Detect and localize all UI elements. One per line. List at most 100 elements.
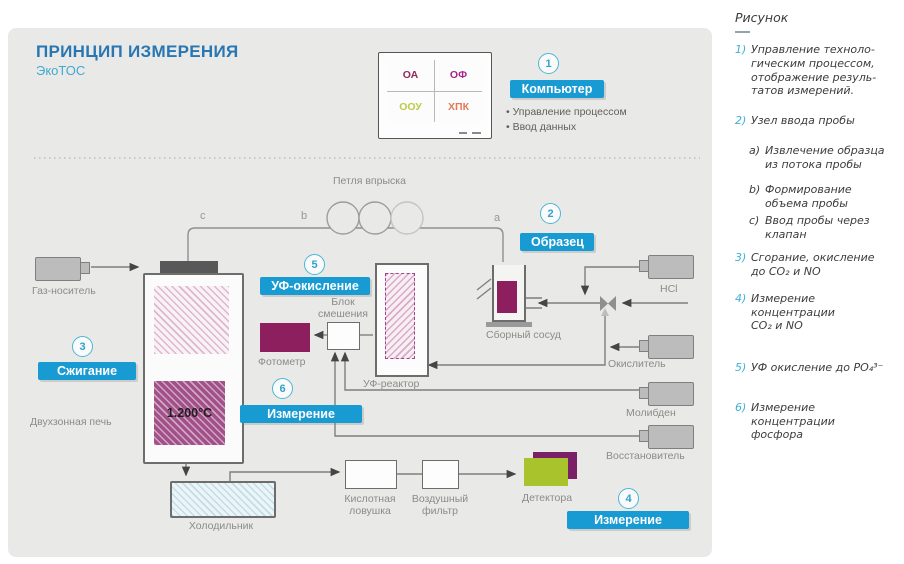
cooler-label: Холодильник <box>188 520 254 532</box>
monitor-quadrant-hpk: ХПК <box>435 91 482 122</box>
monitor-screen: ОА ОФ ООУ ХПК <box>387 60 482 122</box>
oxidizer-label: Окислитель <box>608 358 666 370</box>
legend-title: Рисунок <box>735 10 789 25</box>
legend-item-b: b) Формирование объема пробы <box>749 183 899 211</box>
legend-item-text: Ввод пробы через клапан <box>765 213 870 241</box>
computer-bullet: Управление процессом <box>506 105 627 120</box>
legend-item-text: Измерение концентрации фосфора <box>751 400 835 442</box>
computer-monitor: ОА ОФ ООУ ХПК <box>378 52 492 139</box>
monitor-buttons <box>459 131 481 134</box>
mixing-block <box>327 322 360 350</box>
air-filter <box>422 460 459 489</box>
legend-item-num: b) <box>749 183 761 197</box>
step-label-measure4: Измерение <box>567 511 689 529</box>
step-label-combustion: Сжигание <box>38 362 136 380</box>
monitor-quadrant-oou: ООУ <box>387 91 434 122</box>
hcl-label: HCl <box>660 283 678 295</box>
step-badge-6: 6 <box>272 378 293 399</box>
valve-icon <box>600 296 616 316</box>
legend-item-text: Сгорание, окисление до CO₂ и NO <box>751 251 875 278</box>
line-valve-reactor <box>427 312 606 370</box>
bottle-neck <box>639 340 649 352</box>
step-badge-4: 4 <box>618 488 639 509</box>
legend-item-3: 3) Сгорание, окисление до CO₂ и NO <box>735 251 899 279</box>
legend-item-num: 1) <box>735 43 747 56</box>
step-label-uv: УФ-окисление <box>260 277 370 295</box>
legend-panel: Рисунок 1) Управление техноло- гическим … <box>735 10 899 442</box>
line-cooler-trap <box>229 467 341 481</box>
page-subtitle: ЭкоТОС <box>36 63 86 78</box>
legend-item-text: Извлечение образца из потока пробы <box>765 143 885 171</box>
gas-carrier-label: Газ-носитель <box>32 285 96 297</box>
legend-item-num: a) <box>749 143 761 157</box>
furnace-lower-zone: 1.200°C <box>154 381 225 445</box>
reducer-label: Восстановитель <box>606 450 685 462</box>
acid-trap-label: Кислотная ловушка <box>344 493 396 518</box>
step-label-measure6: Измерение <box>240 405 362 423</box>
vessel-inlet <box>476 278 492 300</box>
uv-reactor <box>375 263 429 377</box>
acid-trap <box>345 460 397 489</box>
legend-item-text: УФ окисление до PO₄³⁻ <box>751 361 884 374</box>
legend-item-num: 4) <box>735 291 747 305</box>
line-hcl <box>580 266 640 296</box>
loop-circle <box>358 201 392 235</box>
detector-label: Детектора <box>522 492 573 504</box>
photometer <box>260 323 310 352</box>
uv-reactor-lamp <box>385 273 415 359</box>
bottle-neck <box>80 262 90 274</box>
loop-letter-b: b <box>301 210 308 222</box>
legend-item-num: 6) <box>735 400 747 414</box>
cooler <box>170 481 276 518</box>
legend-item-6: 6) Измерение концентрации фосфора <box>735 401 899 442</box>
gas-carrier-bottle <box>35 257 90 281</box>
collection-vessel <box>492 265 526 322</box>
vessel-outlets <box>524 297 542 309</box>
step-badge-1: 1 <box>538 53 559 74</box>
legend-item-text: Управление техноло- гическим процессом, … <box>751 43 877 98</box>
vessel-label: Сборный сосуд <box>486 329 561 341</box>
detector-front <box>524 458 568 486</box>
loop-letter-c: c <box>200 210 206 222</box>
page-title-block: ПРИНЦИП ИЗМЕРЕНИЯ ЭкоТОС <box>36 42 239 78</box>
loop-letter-a: a <box>494 212 501 224</box>
hcl-bottle <box>639 255 694 279</box>
vessel-base <box>486 322 532 327</box>
furnace-cap <box>160 261 218 275</box>
legend-item-num: 2) <box>735 114 747 127</box>
furnace-label: Двухзонная печь <box>30 416 112 428</box>
mixer-label: Блок смешения <box>318 296 368 321</box>
legend-item-num: 5) <box>735 361 747 374</box>
step-label-computer: Компьютер <box>510 80 604 98</box>
step-badge-5: 5 <box>304 254 325 275</box>
page-title: ПРИНЦИП ИЗМЕРЕНИЯ <box>36 42 239 61</box>
legend-item-1: 1) Управление техноло- гическим процессо… <box>735 43 899 98</box>
legend-item-num: 3) <box>735 251 747 265</box>
loop-circle <box>326 201 360 235</box>
injection-loop-label: Петля впрыска <box>333 175 406 187</box>
step-label-sample: Образец <box>520 233 594 251</box>
computer-bullet: Ввод данных <box>506 120 627 135</box>
furnace: 1.200°C <box>143 273 244 464</box>
legend-item-text: Узел ввода пробы <box>751 114 855 127</box>
uv-reactor-label: УФ-реактор <box>363 378 420 390</box>
vessel-liquid <box>497 281 517 313</box>
line-molybdenum-mixer <box>340 351 640 391</box>
bottle-neck <box>639 387 649 399</box>
bottle-neck <box>639 260 649 272</box>
oxidizer-bottle <box>639 335 694 359</box>
furnace-upper-zone <box>154 286 229 354</box>
molybdenum-bottle <box>639 382 694 406</box>
computer-bullets: Управление процессом Ввод данных <box>506 105 627 134</box>
line-reducer-mixer <box>330 351 640 437</box>
monitor-quadrant-of: ОФ <box>435 60 482 91</box>
diagram-card: ПРИНЦИП ИЗМЕРЕНИЯ ЭкоТОС ОА ОФ ООУ ХПК 1… <box>8 28 712 557</box>
step-badge-3: 3 <box>72 336 93 357</box>
air-filter-label: Воздушный фильтр <box>411 493 469 518</box>
monitor-quadrant-oa: ОА <box>387 60 434 91</box>
legend-rule <box>735 31 750 33</box>
step-badge-2: 2 <box>540 203 561 224</box>
legend-item-text: Измерение концентрации CO₂ и NO <box>751 291 835 333</box>
legend-item-2: 2) Узел ввода пробы <box>735 114 899 128</box>
